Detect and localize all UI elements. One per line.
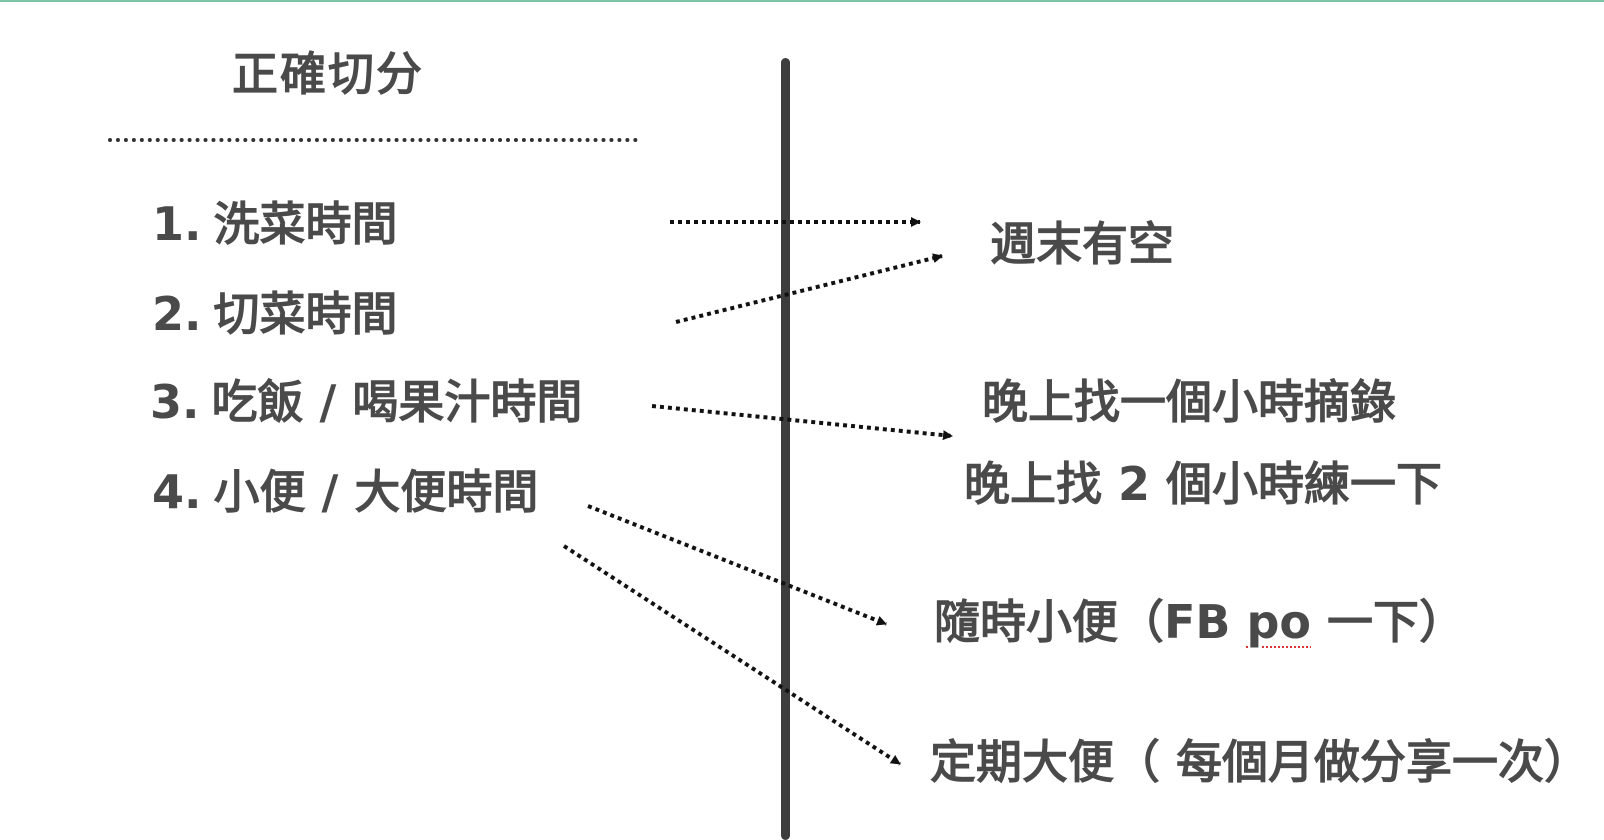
item-number: 4. (152, 465, 202, 519)
target-evening-one-hour: 晚上找一個小時摘錄 (982, 375, 1396, 429)
item-label: 切菜時間 (213, 287, 398, 341)
target-anytime-po: po (1246, 595, 1312, 649)
target-anytime: 隨時小便（FB po 一下） (934, 586, 1465, 652)
vertical-divider (781, 58, 790, 840)
arrow-item-4-to-regular (562, 544, 902, 766)
item-label: 小便 / 大便時間 (213, 465, 539, 519)
item-label: 吃飯 / 喝果汁時間 (211, 375, 583, 429)
heading-dotted-divider (108, 138, 638, 142)
target-evening-two-hours: 晚上找 2 個小時練一下 (964, 457, 1443, 511)
item-3: 3.吃飯 / 喝果汁時間 (150, 366, 582, 432)
item-number: 3. (150, 375, 200, 429)
item-1: 1.洗菜時間 (152, 188, 397, 254)
item-2: 2.切菜時間 (152, 278, 397, 344)
target-weekend: 週末有空 (990, 217, 1174, 271)
target-anytime-tail: 一下） (1311, 595, 1466, 649)
arrow-item-3-to-evening (651, 404, 953, 441)
heading: 正確切分 (232, 47, 424, 101)
item-label: 洗菜時間 (213, 197, 398, 251)
item-number: 1. (152, 197, 202, 251)
arrow-item-4-to-anytime (587, 504, 887, 626)
arrow-item-2-to-weekend (675, 253, 943, 324)
target-regular: 定期大便（ 每個月做分享一次） (930, 735, 1591, 789)
item-number: 2. (152, 287, 202, 341)
item-4: 4.小便 / 大便時間 (152, 456, 538, 522)
target-anytime-text: 隨時小便（FB (934, 595, 1247, 649)
top-accent-line (0, 0, 1604, 2)
